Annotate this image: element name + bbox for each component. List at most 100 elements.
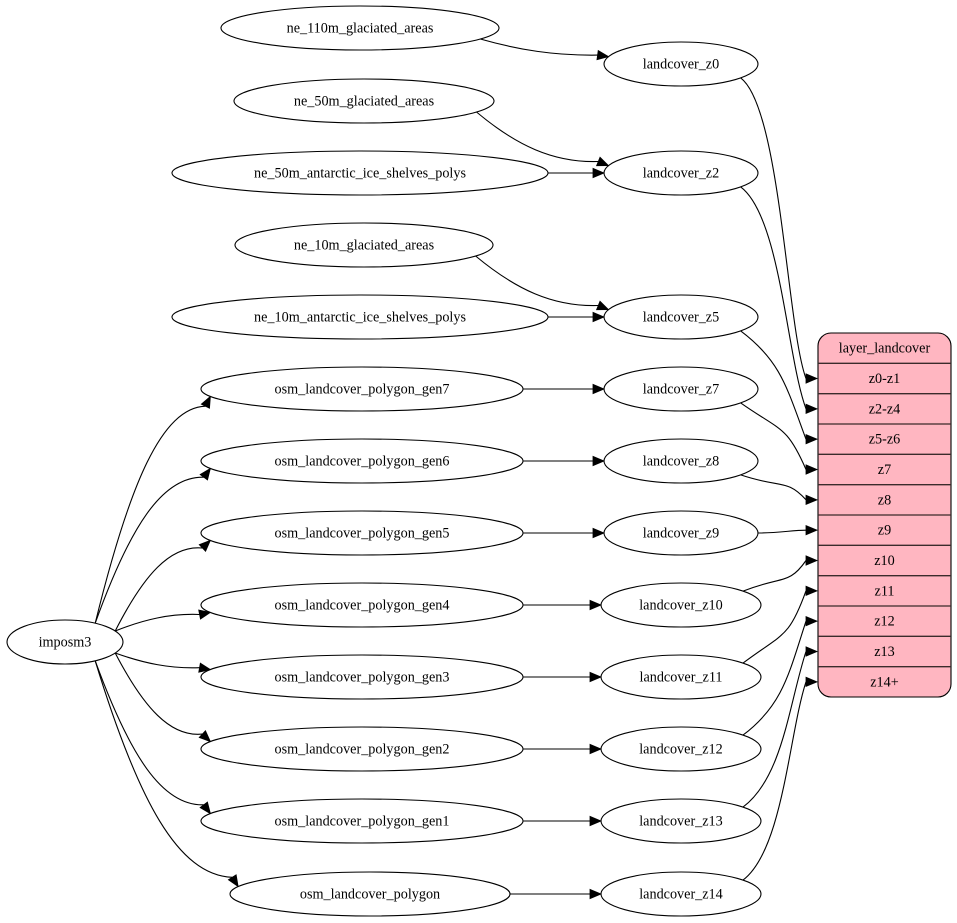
graph-node-osm_landcover_polygon_gen6[interactable]: osm_landcover_polygon_gen6 bbox=[200, 438, 524, 484]
graph-edge-imposm3-to-osm_landcover_polygon_gen7 bbox=[94, 405, 206, 624]
node-ellipse-shape bbox=[603, 510, 759, 556]
edge-arrowhead bbox=[592, 527, 606, 539]
node-ellipse-shape bbox=[171, 294, 549, 340]
edge-arrowhead bbox=[805, 403, 819, 415]
edge-arrowhead bbox=[595, 156, 610, 167]
edge-arrowhead bbox=[589, 815, 603, 827]
node-ellipse-shape bbox=[234, 222, 494, 268]
edge-arrowhead bbox=[199, 801, 212, 815]
graph-node-ne_110m_glaciated_areas[interactable]: ne_110m_glaciated_areas bbox=[220, 5, 500, 51]
record-row-label-z12: z12 bbox=[874, 614, 895, 630]
graph-node-osm_landcover_polygon_gen2[interactable]: osm_landcover_polygon_gen2 bbox=[200, 726, 524, 772]
node-ellipse-shape bbox=[6, 619, 124, 665]
graph-edge-imposm3-to-osm_landcover_polygon_gen3 bbox=[115, 652, 200, 669]
graph-node-imposm3[interactable]: imposm3 bbox=[6, 619, 124, 665]
record-node-layer: layer_landcoverz0-z1z2-z4z5-z6z7z8z9z10z… bbox=[817, 332, 952, 698]
node-label: landcover_z8 bbox=[643, 454, 719, 470]
graph-node-osm_landcover_polygon[interactable]: osm_landcover_polygon bbox=[229, 871, 511, 917]
node-label: osm_landcover_polygon_gen3 bbox=[275, 670, 450, 686]
graph-node-osm_landcover_polygon_gen1[interactable]: osm_landcover_polygon_gen1 bbox=[200, 798, 524, 844]
graph-node-osm_landcover_polygon_gen4[interactable]: osm_landcover_polygon_gen4 bbox=[200, 582, 524, 628]
edge-arrowhead bbox=[805, 615, 819, 627]
edge-arrowhead bbox=[200, 395, 211, 409]
node-label: osm_landcover_polygon_gen6 bbox=[275, 454, 450, 470]
edge-arrowhead bbox=[805, 585, 819, 597]
edge-arrowhead bbox=[805, 676, 819, 688]
graph-node-landcover_z2[interactable]: landcover_z2 bbox=[603, 150, 759, 196]
graph-edge-landcover_z2-to-layer_landcover.z2-z4 bbox=[740, 186, 807, 409]
node-label: osm_landcover_polygon_gen5 bbox=[275, 526, 450, 542]
edge-arrowhead bbox=[805, 494, 819, 506]
graph-node-landcover_z11[interactable]: landcover_z11 bbox=[600, 654, 762, 700]
graph-node-osm_landcover_polygon_gen5[interactable]: osm_landcover_polygon_gen5 bbox=[200, 510, 524, 556]
node-ellipse-shape bbox=[229, 871, 511, 917]
edge-arrowhead bbox=[592, 455, 606, 467]
edge-arrowhead bbox=[805, 555, 819, 566]
node-ellipse-shape bbox=[600, 582, 762, 628]
node-label: osm_landcover_polygon_gen2 bbox=[275, 742, 450, 758]
edge-arrowhead bbox=[198, 539, 212, 553]
edge-arrowhead bbox=[596, 49, 610, 61]
node-ellipse-shape bbox=[603, 150, 759, 196]
node-label: ne_110m_glaciated_areas bbox=[287, 21, 434, 37]
graph-edge-imposm3-to-osm_landcover_polygon_gen4 bbox=[114, 613, 200, 632]
node-ellipse-shape bbox=[603, 294, 759, 340]
edge-arrowhead bbox=[592, 167, 606, 179]
graph-node-osm_landcover_polygon_gen7[interactable]: osm_landcover_polygon_gen7 bbox=[200, 366, 524, 412]
edge-arrowhead bbox=[589, 743, 603, 755]
node-label: ne_10m_glaciated_areas bbox=[294, 238, 435, 254]
graph-node-landcover_z5[interactable]: landcover_z5 bbox=[603, 294, 759, 340]
graph-edge-imposm3-to-osm_landcover_polygon bbox=[94, 660, 233, 878]
graph-node-landcover_z8[interactable]: landcover_z8 bbox=[603, 438, 759, 484]
graph-edge-landcover_z9-to-layer_landcover.z9 bbox=[757, 529, 807, 534]
graph-node-landcover_z7[interactable]: landcover_z7 bbox=[603, 366, 759, 412]
record-row-label-z9: z9 bbox=[878, 523, 891, 539]
record-row-label-z0-z1: z0-z1 bbox=[869, 371, 901, 387]
node-ellipse-shape bbox=[600, 871, 762, 917]
graph-node-landcover_z14[interactable]: landcover_z14 bbox=[600, 871, 762, 917]
node-ellipse-shape bbox=[171, 150, 549, 196]
graph-node-ne_50m_glaciated_areas[interactable]: ne_50m_glaciated_areas bbox=[233, 78, 495, 124]
node-label: landcover_z10 bbox=[639, 598, 723, 614]
node-label: landcover_z5 bbox=[643, 310, 719, 326]
node-ellipse-shape bbox=[200, 510, 524, 556]
graph-edge-imposm3-to-osm_landcover_polygon_gen5 bbox=[114, 547, 203, 632]
graph-edge-landcover_z7-to-layer_landcover.z7 bbox=[740, 402, 807, 470]
graph-edge-imposm3-to-osm_landcover_polygon_gen6 bbox=[94, 476, 204, 624]
graph-edge-landcover_z14-to-layer_landcover.z14+ bbox=[742, 681, 807, 881]
edge-arrowhead bbox=[805, 373, 819, 384]
graph-node-landcover_z10[interactable]: landcover_z10 bbox=[600, 582, 762, 628]
graph-node-landcover_z12[interactable]: landcover_z12 bbox=[600, 726, 762, 772]
graph-node-ne_10m_antarctic_ice_shelves_polys[interactable]: ne_10m_antarctic_ice_shelves_polys bbox=[171, 294, 549, 340]
graph-node-ne_10m_glaciated_areas[interactable]: ne_10m_glaciated_areas bbox=[234, 222, 494, 268]
node-ellipse-shape bbox=[200, 366, 524, 412]
node-label: osm_landcover_polygon bbox=[300, 887, 440, 903]
node-label: osm_landcover_polygon_gen1 bbox=[275, 814, 450, 830]
node-ellipse-shape bbox=[603, 366, 759, 412]
graph-node-landcover_z0[interactable]: landcover_z0 bbox=[603, 41, 759, 87]
graph-node-ne_50m_antarctic_ice_shelves_polys[interactable]: ne_50m_antarctic_ice_shelves_polys bbox=[171, 150, 549, 196]
edge-arrowhead bbox=[198, 662, 212, 673]
edge-arrowhead bbox=[805, 524, 819, 536]
node-label: ne_50m_antarctic_ice_shelves_polys bbox=[254, 166, 466, 182]
graph-edge-landcover_z0-to-layer_landcover.z0-z1 bbox=[740, 77, 807, 379]
edge-arrowhead bbox=[805, 464, 819, 475]
graph-node-osm_landcover_polygon_gen3[interactable]: osm_landcover_polygon_gen3 bbox=[200, 654, 524, 700]
node-ellipse-shape bbox=[233, 78, 495, 124]
graph-node-landcover_z13[interactable]: landcover_z13 bbox=[600, 798, 762, 844]
node-label: landcover_z9 bbox=[643, 526, 719, 542]
record-node-layer-landcover[interactable]: layer_landcoverz0-z1z2-z4z5-z6z7z8z9z10z… bbox=[817, 332, 952, 698]
node-label: landcover_z13 bbox=[639, 814, 723, 830]
graph-edge-landcover_z12-to-layer_landcover.z12 bbox=[742, 621, 807, 736]
edge-arrowhead bbox=[805, 433, 819, 445]
graph-node-landcover_z9[interactable]: landcover_z9 bbox=[603, 510, 759, 556]
graph-edge-imposm3-to-osm_landcover_polygon_gen1 bbox=[94, 660, 204, 806]
graph-edge-landcover_z10-to-layer_landcover.z10 bbox=[742, 560, 807, 592]
record-header-label: layer_landcover bbox=[839, 341, 931, 357]
node-label: landcover_z11 bbox=[640, 670, 723, 686]
edges-layer bbox=[94, 38, 819, 900]
node-ellipse-shape bbox=[603, 438, 759, 484]
edge-arrowhead bbox=[199, 467, 211, 481]
node-label: imposm3 bbox=[39, 635, 92, 651]
record-row-label-z2-z4: z2-z4 bbox=[869, 401, 901, 417]
